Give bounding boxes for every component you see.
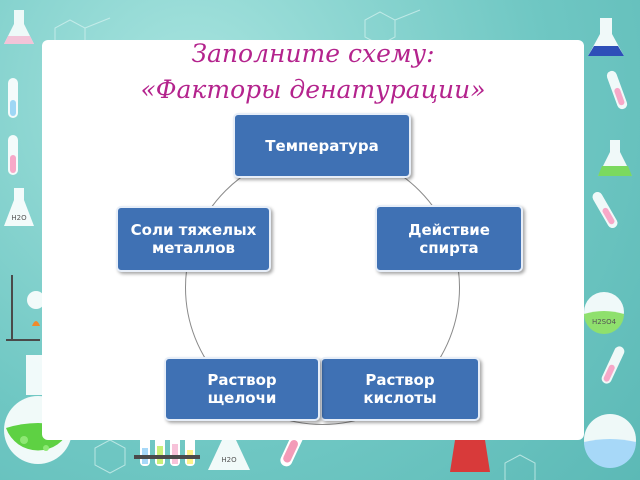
title-line-1: Заполните схему:: [191, 39, 435, 68]
node-alkali-solution: Раствор щелочи: [164, 357, 320, 421]
node-acid-solution: Раствор кислоты: [320, 357, 480, 421]
h2so4-label-right: H2SO4: [592, 318, 617, 326]
h2o-label-left: H2O: [11, 214, 27, 222]
flask-icon-top-left: [4, 10, 34, 44]
node-temperature: Температура: [233, 113, 411, 178]
blue-flask-icon: [588, 18, 624, 56]
title-line-2: «Факторы денатурации»: [140, 75, 486, 104]
node-heavy-metal-salts: Соли тяжелых металлов: [116, 206, 271, 272]
node-alcohol-action: Действие спирта: [375, 205, 523, 272]
slide-title: Заполните схему: «Факторы денатурации»: [42, 36, 584, 108]
h2o-label-bottom: H2O: [221, 456, 237, 464]
